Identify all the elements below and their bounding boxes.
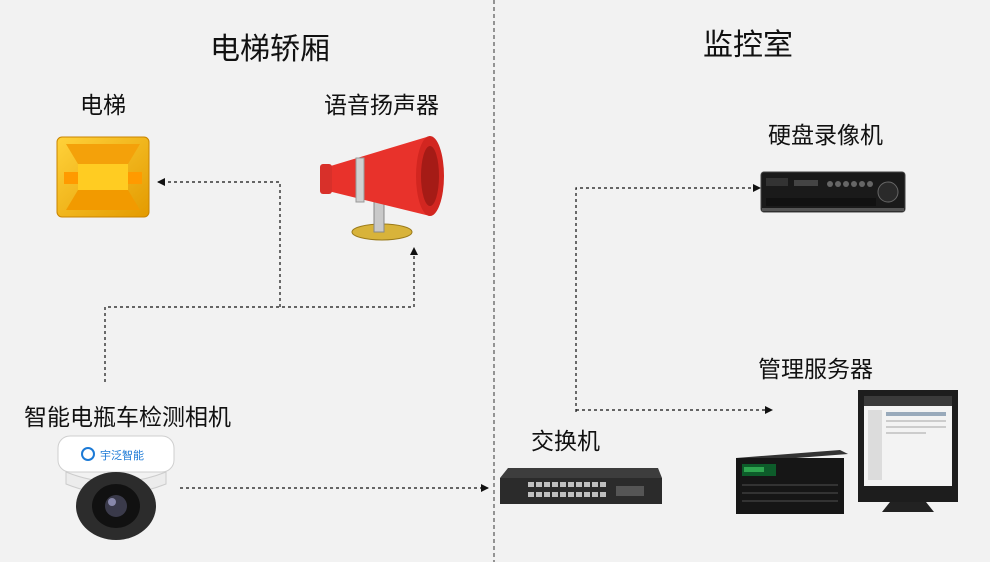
section-title-elevator-car: 电梯轿厢 [210,32,330,67]
horn-speaker-icon [320,136,444,241]
section-title-monitoring-room: 监控室 [703,28,793,63]
server-monitor-icon [736,390,958,514]
yellow-reflector-icon [56,136,150,218]
switch-to-nvr-line [575,184,761,412]
junction-to-elevator-line [157,178,281,307]
label-speaker: 语音扬声器 [324,93,439,119]
network-switch-icon [500,468,662,504]
label-switch: 交换机 [531,429,600,455]
camera-to-speaker-line [104,247,418,382]
label-server: 管理服务器 [758,357,873,383]
label-nvr: 硬盘录像机 [768,123,883,149]
label-camera: 智能电瓶车检测相机 [24,405,231,431]
camera-brand-text: 宇泛智能 [100,448,144,462]
label-elevator: 电梯 [80,93,126,119]
nvr-icon [760,171,906,213]
dome-camera-icon: 宇泛智能 [57,435,175,540]
